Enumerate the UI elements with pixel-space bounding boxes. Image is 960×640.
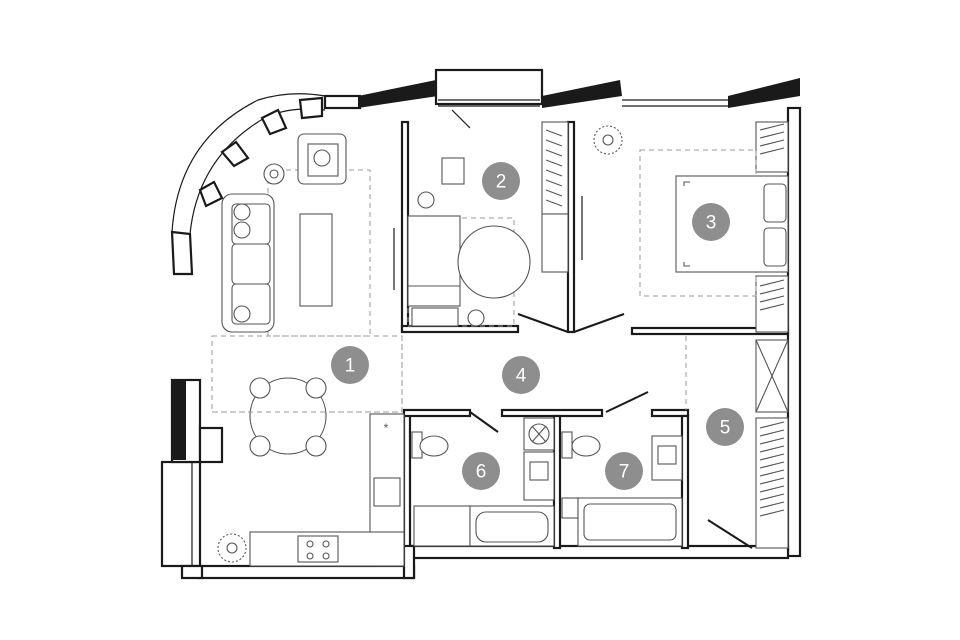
room-4-number: 4 <box>516 366 527 387</box>
bathroom-6-furniture <box>411 417 555 547</box>
outer-walls <box>160 68 802 580</box>
interior-walls <box>400 120 790 580</box>
room-4-badge[interactable]: 4 <box>502 356 540 394</box>
plant-icon <box>593 125 623 155</box>
room-5-badge[interactable]: 5 <box>706 408 744 446</box>
bathroom-7-furniture <box>561 431 683 547</box>
plant-icon <box>217 533 247 563</box>
room-badges: 1 2 3 4 5 6 7 <box>331 162 744 490</box>
lamp-icon <box>263 163 285 185</box>
room-7-badge[interactable]: 7 <box>605 452 643 490</box>
table-icon <box>299 213 333 307</box>
sink-icon <box>373 477 401 507</box>
bedroom-3-furniture <box>593 125 789 297</box>
bedroom-2-furniture <box>407 157 531 327</box>
sink-icon <box>523 451 555 501</box>
room-1-badge[interactable]: 1 <box>331 346 369 384</box>
living-room-furniture <box>211 133 403 457</box>
kitchen: * <box>217 413 405 567</box>
sink-icon <box>651 435 683 481</box>
chair-icon <box>297 133 347 185</box>
room-3-badge[interactable]: 3 <box>692 203 730 241</box>
corridor-lines <box>401 336 687 410</box>
room-3-number: 3 <box>706 213 717 234</box>
toilet-icon <box>561 431 601 459</box>
room-6-number: 6 <box>476 462 487 483</box>
doors <box>393 109 753 549</box>
bathtub-icon <box>577 497 683 547</box>
wardrobe-icon <box>541 121 789 549</box>
room-1-number: 1 <box>345 356 356 377</box>
dining-table <box>249 377 327 457</box>
room-6-badge[interactable]: 6 <box>462 452 500 490</box>
stove-icon <box>297 535 339 563</box>
sofa-icon <box>221 193 275 333</box>
bathtub-icon <box>469 505 555 547</box>
room-7-number: 7 <box>619 462 630 483</box>
toilet-icon <box>411 431 449 459</box>
svg-text:*: * <box>384 421 389 435</box>
room-5-number: 5 <box>720 418 731 439</box>
room-2-badge[interactable]: 2 <box>482 162 520 200</box>
room-2-number: 2 <box>496 172 507 193</box>
